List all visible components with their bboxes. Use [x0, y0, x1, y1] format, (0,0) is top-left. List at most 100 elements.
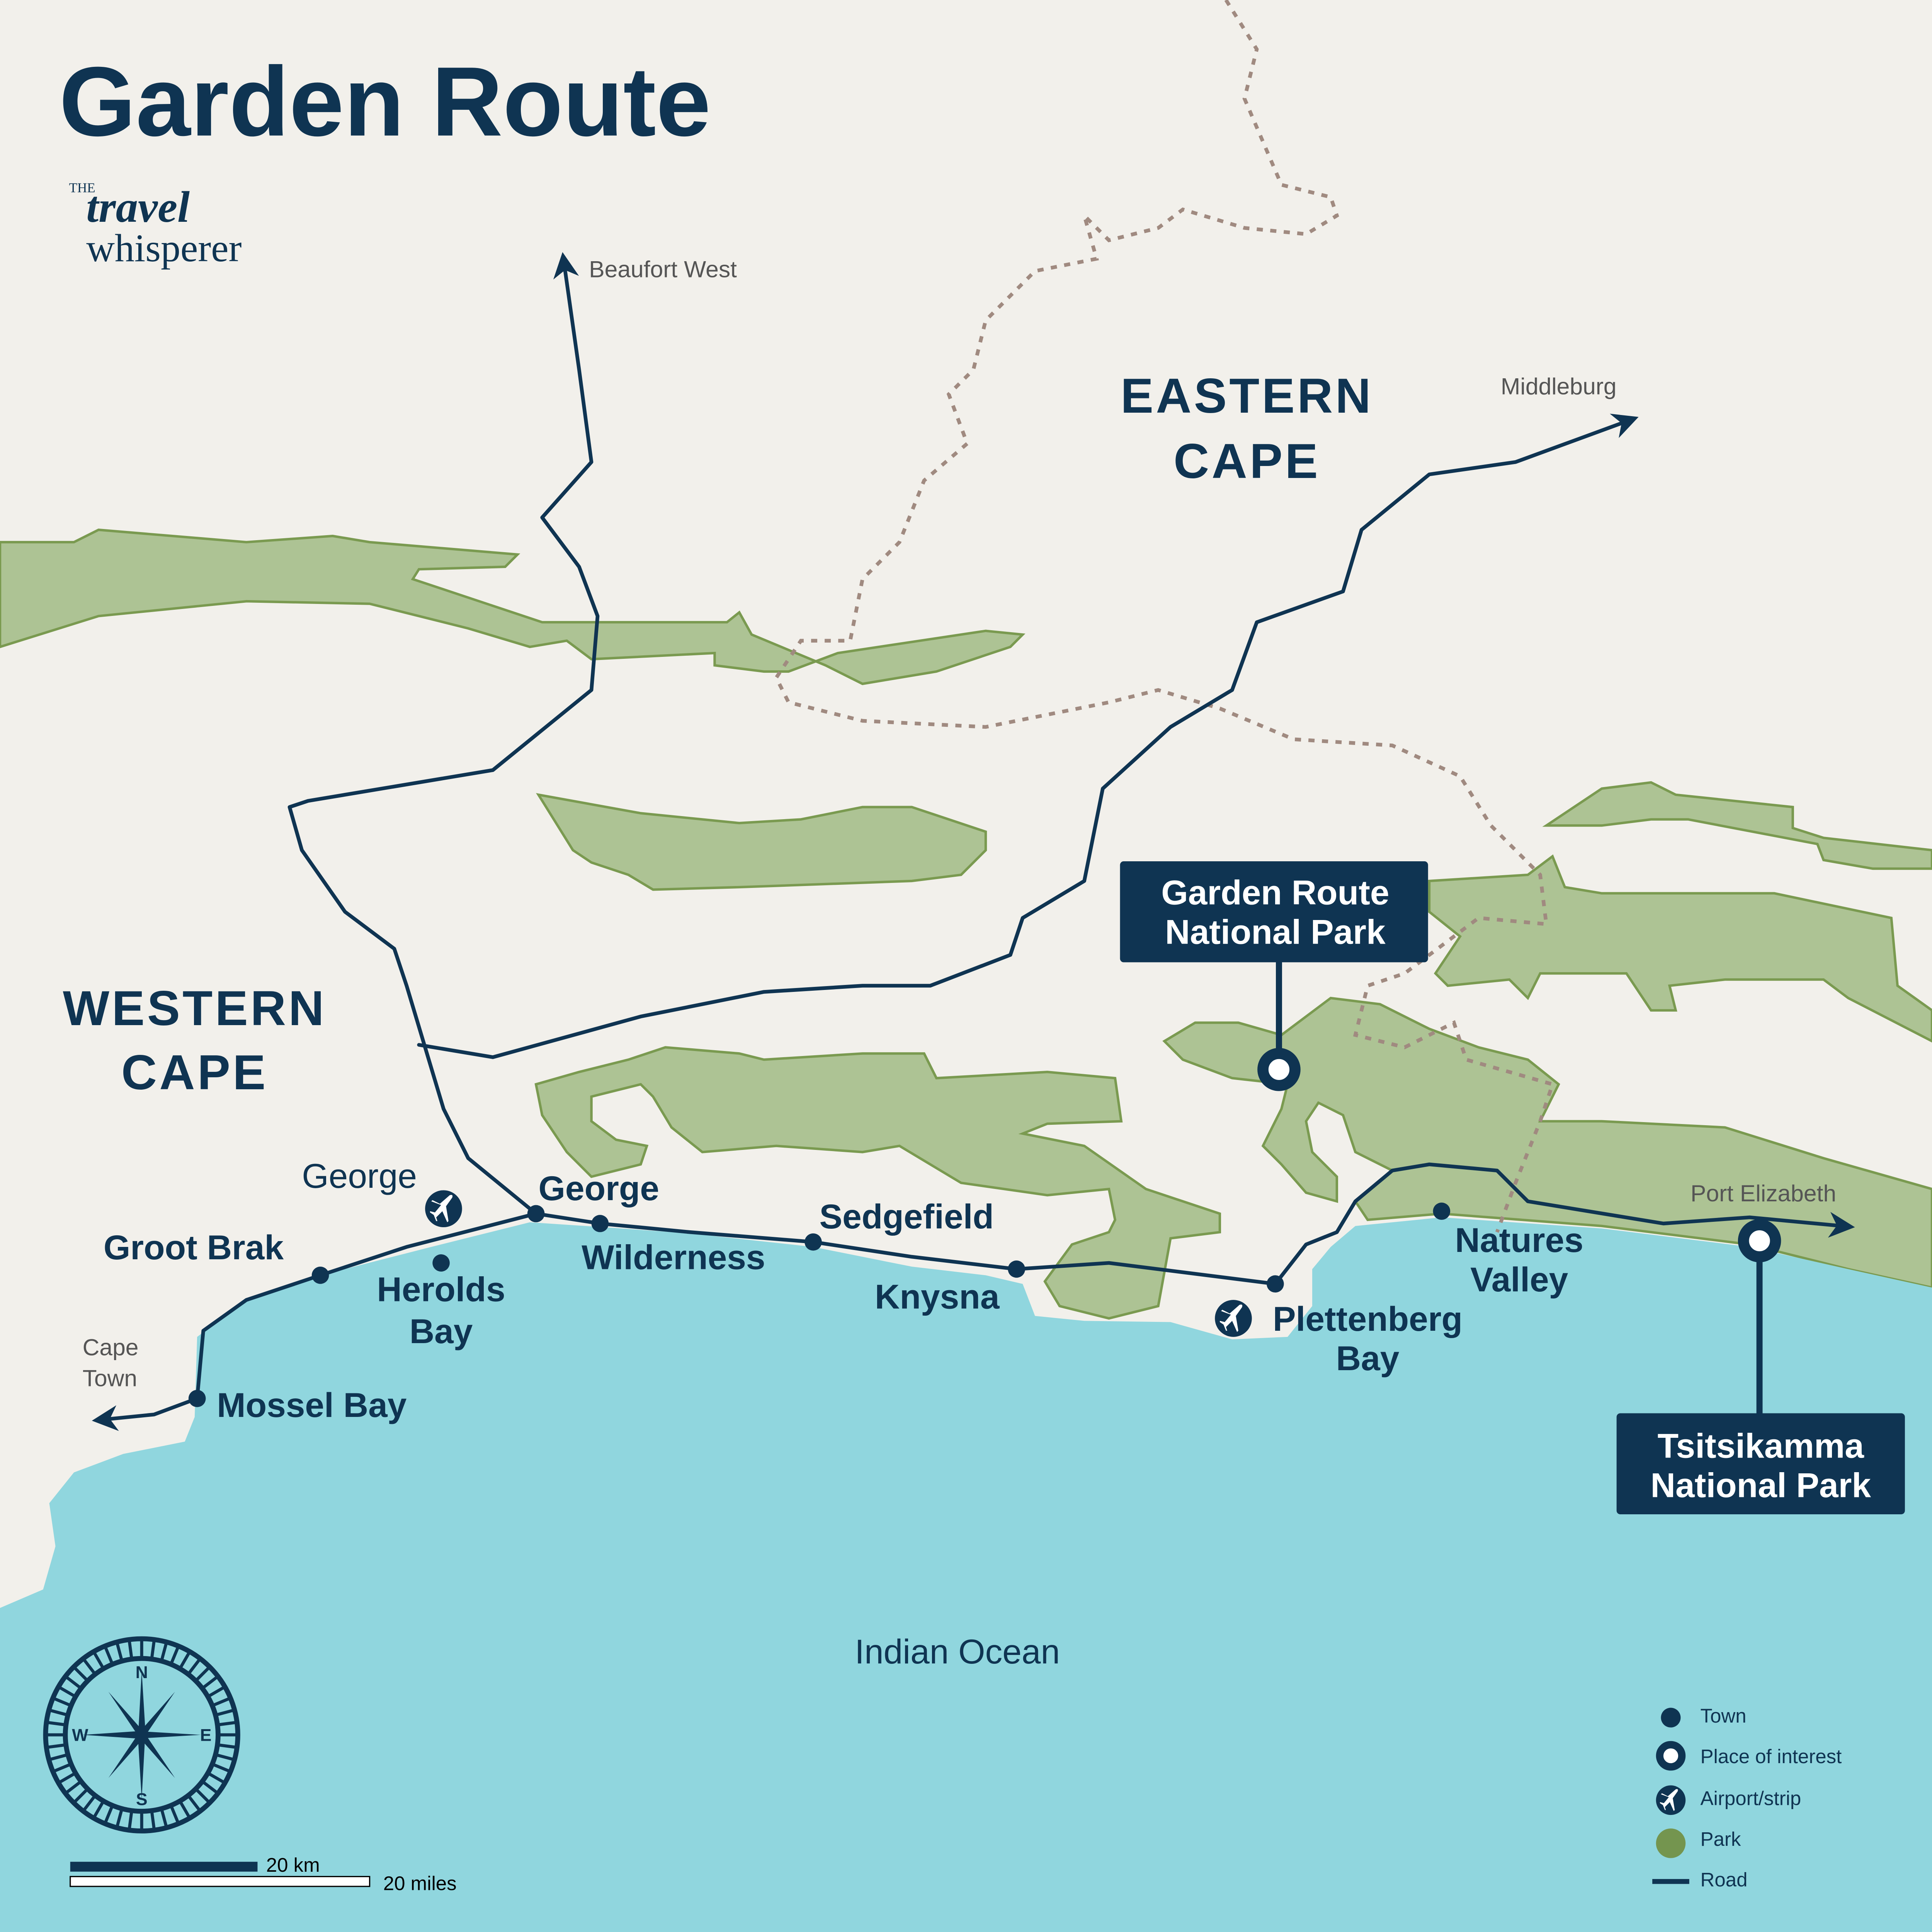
town-dot-sedgefield[interactable] — [804, 1233, 822, 1251]
svg-text:20 miles: 20 miles — [383, 1872, 457, 1895]
compass-tick — [48, 1753, 68, 1762]
town-dot-icon — [1661, 1708, 1681, 1728]
compass-tick — [52, 1696, 72, 1707]
compass-tick — [169, 1804, 180, 1825]
compass-tick — [187, 1794, 202, 1812]
compass-tick — [73, 1787, 89, 1804]
town-dot-herolds-bay[interactable] — [432, 1254, 450, 1272]
place-of-interest-icon — [1257, 1048, 1301, 1091]
compass-tick — [201, 1780, 219, 1795]
label-wilderness: Wilderness — [582, 1238, 765, 1276]
park-middle — [536, 793, 987, 891]
compass-tick — [187, 1658, 202, 1675]
compass-tick — [217, 1743, 237, 1749]
park-north-band — [0, 528, 1026, 685]
direction-port-elizabeth: Port Elizabeth — [1690, 1180, 1836, 1206]
airplane-icon — [1656, 1785, 1686, 1815]
town-dot-wilderness[interactable] — [591, 1215, 609, 1232]
svg-text:Park: Park — [1701, 1828, 1741, 1850]
compass-tick — [103, 1804, 114, 1825]
compass-tick — [215, 1708, 235, 1717]
compass-tick — [128, 1810, 133, 1830]
label-groot-brak: Groot Brak — [104, 1228, 284, 1267]
compass-tick — [179, 1800, 191, 1819]
compass-tick — [92, 1800, 105, 1819]
label-knysna: Knysna — [875, 1277, 1000, 1316]
compass-tick — [160, 1808, 168, 1828]
park-icon — [1656, 1828, 1686, 1858]
legend: Town Place of interest Airport/strip Par… — [1652, 1705, 1842, 1891]
compass-tick — [115, 1808, 124, 1828]
indian-ocean — [0, 1217, 1932, 1932]
label-mossel-bay: Mossel Bay — [217, 1386, 407, 1424]
compass-tick — [64, 1675, 82, 1690]
svg-text:E: E — [200, 1726, 212, 1745]
compass-tick — [150, 1639, 156, 1660]
compass-tick — [211, 1696, 231, 1707]
svg-text:Town: Town — [1701, 1705, 1747, 1727]
compass-tick — [46, 1721, 66, 1726]
svg-text:W: W — [72, 1726, 88, 1745]
compass-tick — [82, 1658, 97, 1675]
compass-tick — [194, 1787, 211, 1804]
compass-tick — [150, 1810, 156, 1830]
park-northeast-strip — [1542, 781, 1932, 870]
compass-tick — [207, 1772, 226, 1784]
compass-tick — [201, 1675, 219, 1690]
town-dot-plettenberg-bay[interactable] — [1267, 1275, 1284, 1293]
svg-text:Road: Road — [1701, 1869, 1748, 1891]
compass-tick — [103, 1645, 114, 1665]
direction-beaufort-west: Beaufort West — [589, 256, 737, 282]
compass-tick — [211, 1762, 231, 1773]
direction-middleburg: Middleburg — [1501, 373, 1617, 399]
airplane-icon-plettenberg[interactable] — [1215, 1300, 1252, 1337]
map-title: Garden Route — [59, 47, 711, 157]
svg-text:20 km: 20 km — [266, 1854, 320, 1876]
compass-tick — [215, 1753, 235, 1762]
compass-tick — [73, 1666, 89, 1682]
label-sedgefield: Sedgefield — [820, 1197, 994, 1236]
svg-text:THE: THE — [69, 180, 95, 195]
compass-tick — [58, 1685, 77, 1698]
compass-tick — [207, 1685, 226, 1698]
compass-tick — [115, 1641, 124, 1662]
svg-text:whisperer: whisperer — [86, 226, 242, 270]
compass-tick — [160, 1641, 168, 1662]
label-george-airport: George — [302, 1156, 417, 1195]
compass-tick — [82, 1794, 97, 1812]
airplane-icon-george[interactable] — [425, 1190, 462, 1228]
park-east-inland — [1428, 854, 1932, 1043]
town-dot-george[interactable] — [527, 1205, 545, 1223]
compass-tick — [194, 1666, 211, 1682]
compass-tick — [46, 1743, 66, 1749]
town-dot-mossel-bay[interactable] — [188, 1389, 206, 1407]
road-line-icon — [1652, 1879, 1689, 1884]
compass-tick — [58, 1772, 77, 1784]
svg-text:travel: travel — [86, 182, 190, 231]
town-dot-natures-valley[interactable] — [1433, 1202, 1451, 1220]
compass-tick — [179, 1651, 191, 1670]
town-dot-knysna[interactable] — [1008, 1260, 1026, 1278]
travel-whisperer-logo: THE travel whisperer — [69, 180, 242, 270]
compass-tick — [217, 1721, 237, 1726]
svg-text:N: N — [136, 1663, 148, 1682]
place-of-interest-icon — [1656, 1741, 1686, 1771]
compass-tick — [48, 1708, 68, 1717]
town-dot-groot-brak[interactable] — [311, 1267, 329, 1284]
label-george: George — [538, 1169, 659, 1208]
svg-text:S: S — [136, 1790, 148, 1809]
road-to-middleburg — [417, 413, 1639, 1059]
label-indian-ocean: Indian Ocean — [855, 1632, 1060, 1671]
town-dots — [188, 1202, 1451, 1407]
